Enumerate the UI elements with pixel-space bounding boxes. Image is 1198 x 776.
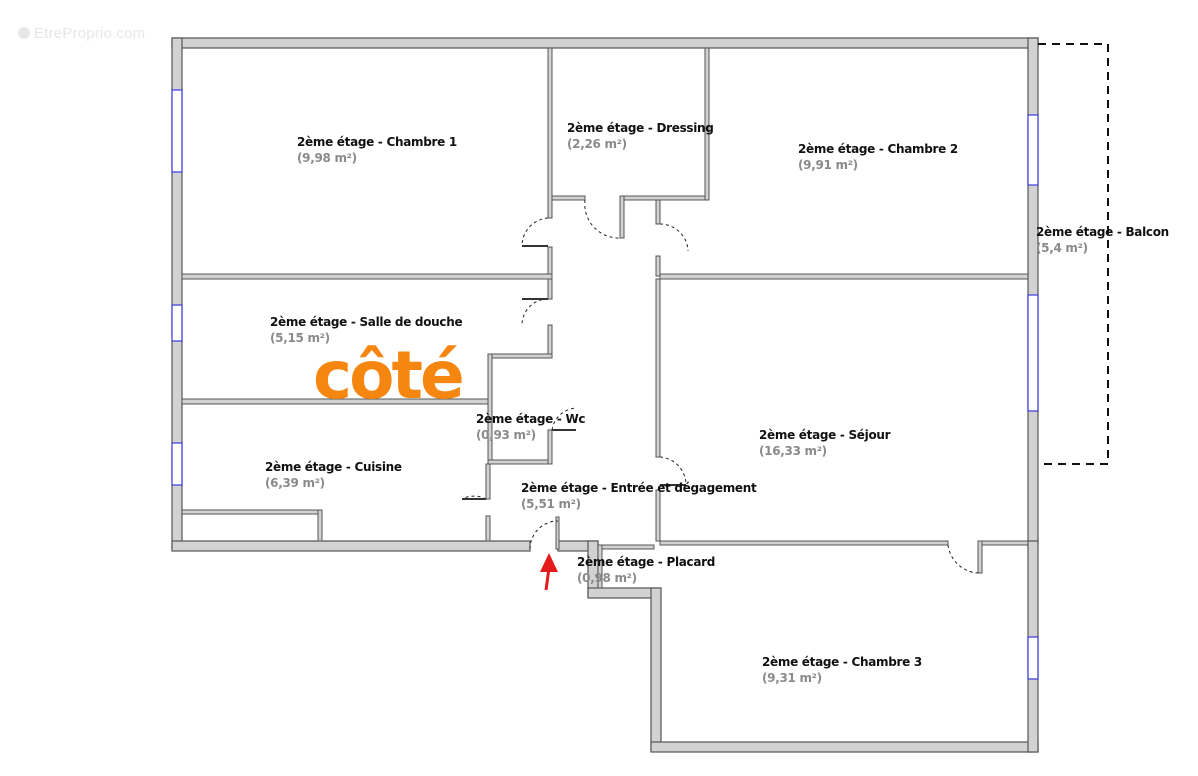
room-name: 2ème étage - Chambre 2 (798, 142, 958, 156)
room-name: 2ème étage - Dressing (567, 121, 714, 135)
inner-walls (181, 47, 1029, 589)
room-area: (0,93 m²) (476, 428, 536, 442)
room-label-balcon: 2ème étage - Balcon (5,4 m²) (1036, 224, 1169, 256)
room-label-sejour: 2ème étage - Séjour (16,33 m²) (759, 427, 891, 459)
room-area: (0,98 m²) (577, 571, 637, 585)
room-label-dressing: 2ème étage - Dressing (2,26 m²) (567, 120, 714, 152)
room-label-wc: 2ème étage - Wc (0,93 m²) (476, 411, 586, 443)
room-label-chambre1: 2ème étage - Chambre 1 (9,98 m²) (297, 134, 457, 166)
room-name: 2ème étage - Séjour (759, 428, 891, 442)
watermark-text: EtreProprio.com (34, 25, 146, 42)
room-label-placard: 2ème étage - Placard (0,98 m²) (577, 554, 715, 586)
room-area: (9,91 m²) (798, 158, 858, 172)
room-label-cuisine: 2ème étage - Cuisine (6,39 m²) (265, 459, 402, 491)
room-name: 2ème étage - Placard (577, 555, 716, 569)
copyright-icon (18, 27, 30, 39)
room-area: (6,39 m²) (265, 476, 325, 490)
balcony-outline (1038, 43, 1109, 465)
door-swings (461, 199, 981, 574)
room-name: 2ème étage - Chambre 1 (297, 135, 457, 149)
room-name: 2ème étage - Balcon (1036, 225, 1169, 239)
room-label-salle-douche: 2ème étage - Salle de douche (5,15 m²) (270, 314, 463, 346)
windows (171, 89, 1039, 680)
room-label-chambre2: 2ème étage - Chambre 2 (9,91 m²) (798, 141, 958, 173)
watermark: EtreProprio.com (18, 25, 145, 42)
room-name: 2ème étage - Entrée et dégagement (521, 481, 757, 495)
outer-walls (171, 37, 1039, 753)
room-area: (9,31 m²) (762, 671, 822, 685)
room-name: 2ème étage - Salle de douche (270, 315, 463, 329)
room-area: (5,15 m²) (270, 331, 330, 345)
agency-logo: côté (313, 337, 465, 414)
room-name: 2ème étage - Cuisine (265, 460, 402, 474)
room-area: (5,4 m²) (1036, 241, 1088, 255)
room-name: 2ème étage - Wc (476, 412, 586, 426)
door-leaves (462, 245, 686, 500)
room-area: (9,98 m²) (297, 151, 357, 165)
room-label-chambre3: 2ème étage - Chambre 3 (9,31 m²) (762, 654, 922, 686)
entry-arrow-icon (540, 553, 558, 591)
room-area: (5,51 m²) (521, 497, 581, 511)
room-name: 2ème étage - Chambre 3 (762, 655, 922, 669)
room-area: (2,26 m²) (567, 137, 627, 151)
room-label-entree: 2ème étage - Entrée et dégagement (5,51 m… (521, 480, 757, 512)
room-area: (16,33 m²) (759, 444, 827, 458)
